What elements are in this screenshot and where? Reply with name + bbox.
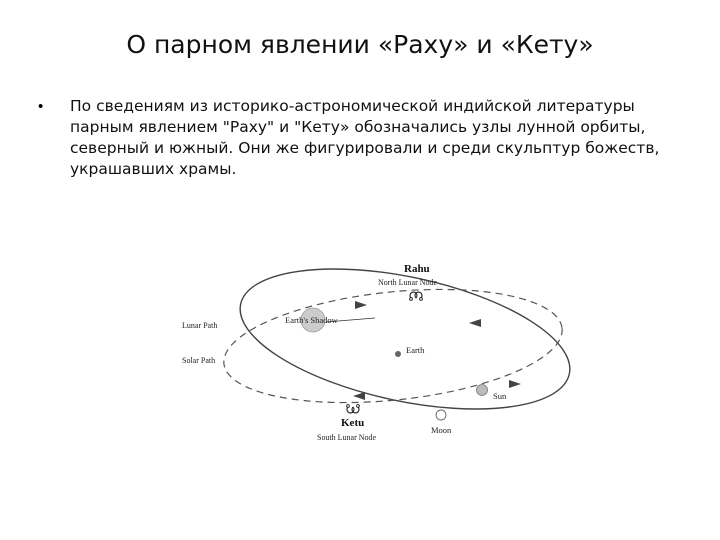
ascending-node-icon xyxy=(410,292,423,300)
earth-label: Earth xyxy=(406,345,425,355)
descending-node-icon xyxy=(347,405,360,413)
lunar-path-label: Lunar Path xyxy=(182,321,217,330)
slide-title: О парном явлении «Раху» и «Кету» xyxy=(0,30,720,59)
north-node-label: North Lunar Node xyxy=(378,278,438,287)
lunar-nodes-diagram: Earth's Shadow Earth Sun Moon Rahu North… xyxy=(170,250,590,450)
bullet-symbol: • xyxy=(38,96,43,117)
solar-path-label: Solar Path xyxy=(182,356,215,365)
south-node-label: South Lunar Node xyxy=(317,433,377,442)
earth-dot xyxy=(395,351,401,357)
moon-disc xyxy=(436,410,446,420)
bullet-item: • По сведениям из историко-астрономическ… xyxy=(38,96,678,180)
path-arrow-3 xyxy=(509,380,521,388)
path-arrow-4 xyxy=(353,392,365,400)
ketu-label: Ketu xyxy=(341,417,364,429)
solar-path-ellipse xyxy=(218,275,567,418)
shadow-label: Earth's Shadow xyxy=(285,315,339,325)
sun-label: Sun xyxy=(493,391,507,401)
bullet-text: По сведениям из историко-астрономической… xyxy=(70,96,678,180)
moon-label: Moon xyxy=(431,425,452,435)
rahu-label: Rahu xyxy=(404,263,430,275)
path-arrow-1 xyxy=(355,301,367,309)
sun-disc xyxy=(477,385,488,396)
path-arrow-2 xyxy=(469,319,481,327)
